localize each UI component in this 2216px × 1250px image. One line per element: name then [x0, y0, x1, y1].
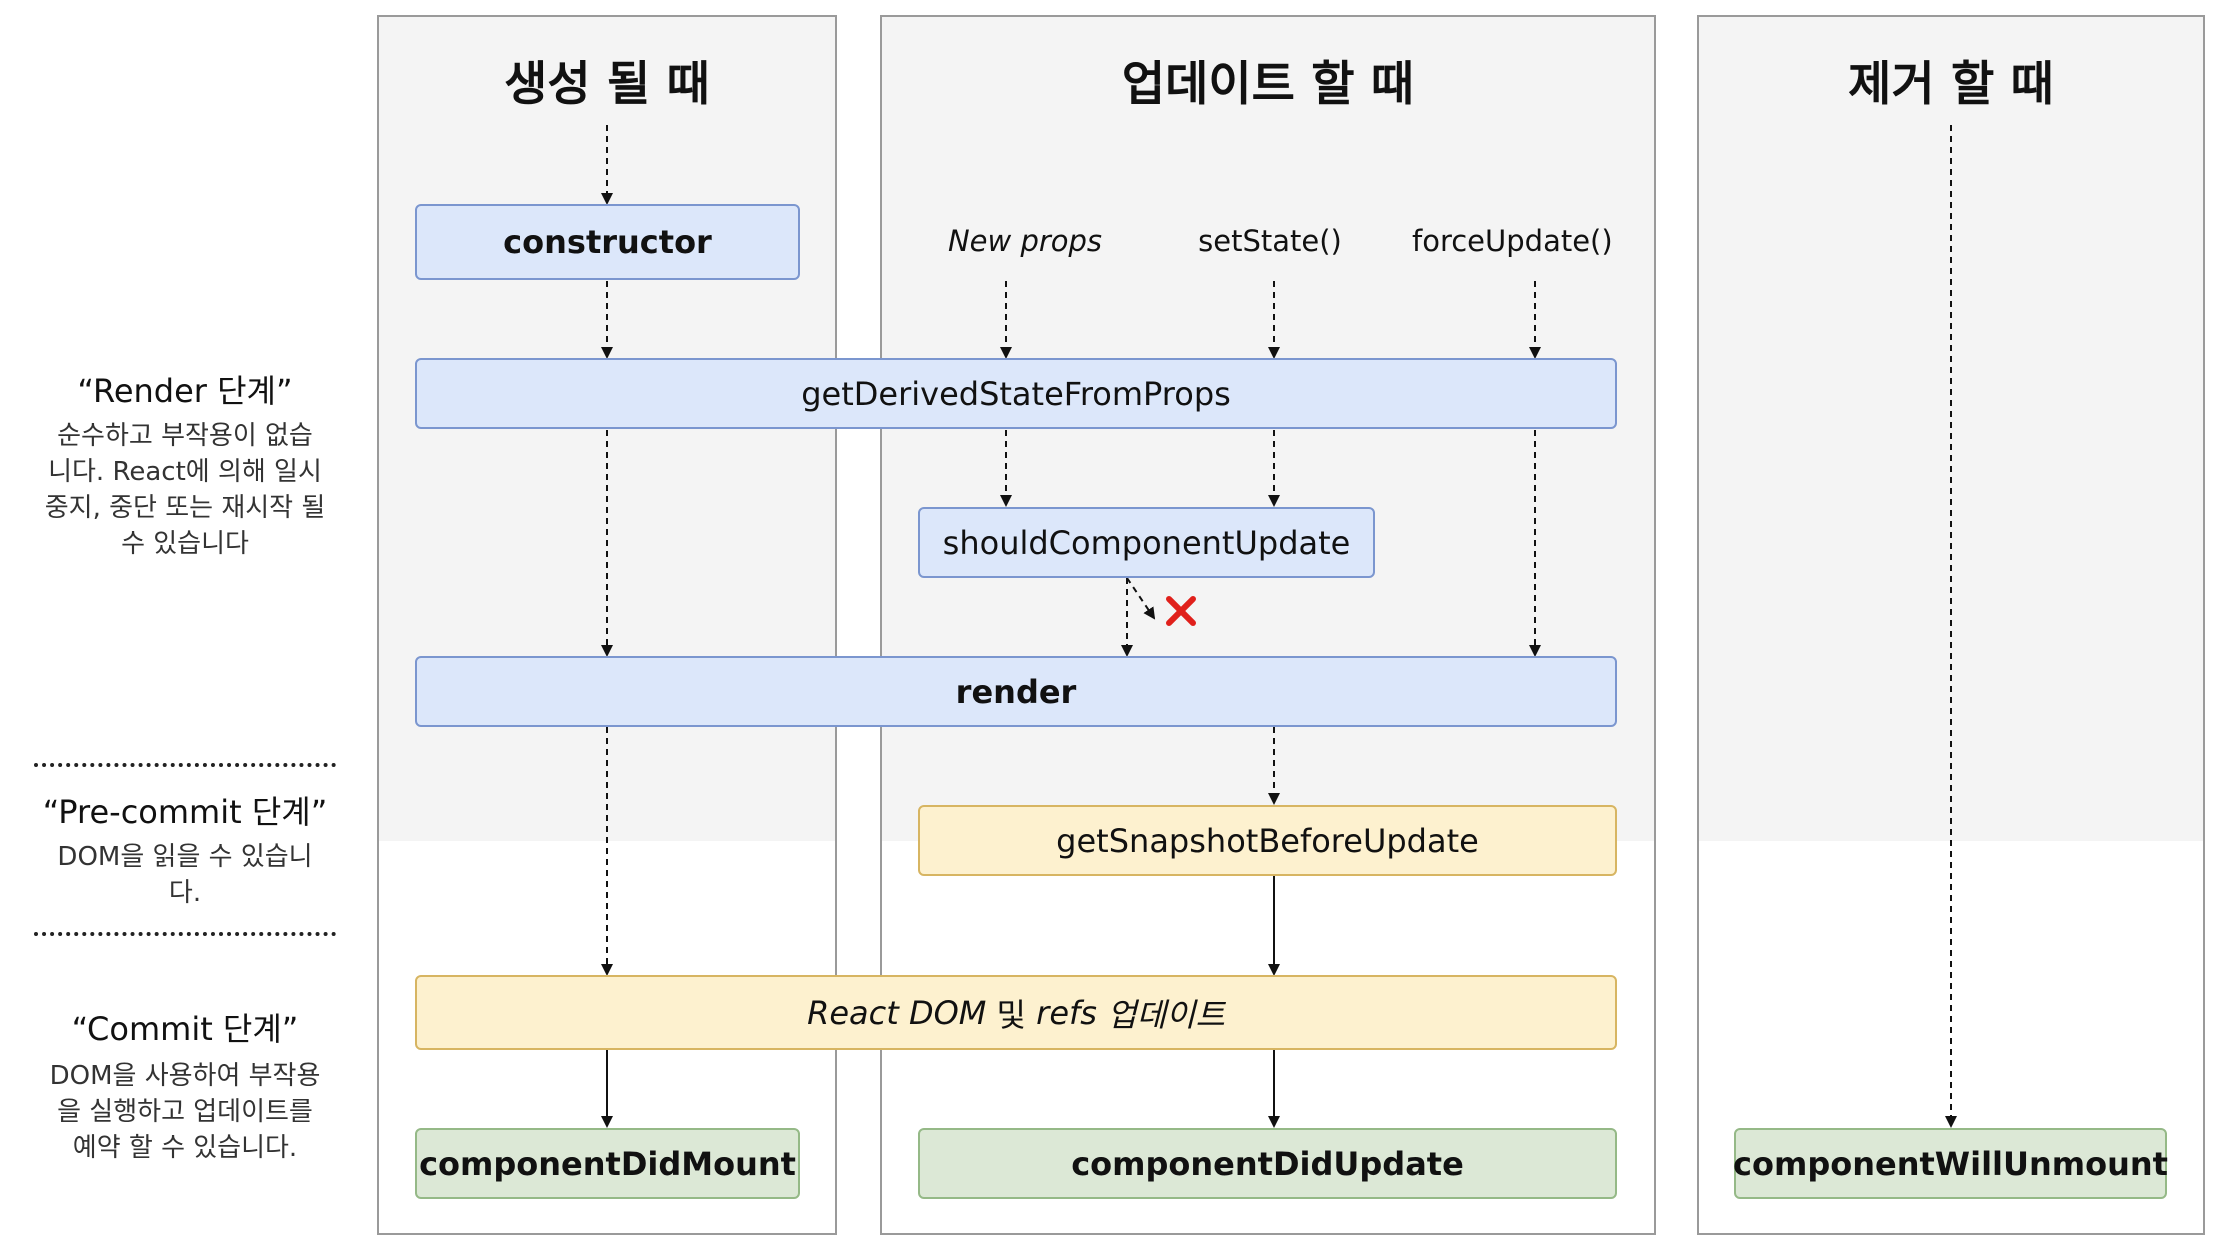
component-will-unmount-box: componentWillUnmount [1733, 1128, 2168, 1199]
phase-divider [34, 763, 336, 767]
arrow-scu-to-cancel [1126, 577, 1156, 620]
commit-phase-desc-line: 을 실행하고 업데이트를 [57, 1097, 313, 1127]
get-snapshot-before-update-box: getSnapshotBeforeUpdate [918, 805, 1617, 876]
trigger-set-state: setState() [1198, 224, 1342, 258]
should-component-update-box: shouldComponentUpdate [918, 507, 1375, 578]
precommit-phase-title: “Pre-commit 단계” [42, 793, 328, 831]
render-phase-desc-line: 니다. React에 의해 일시 [48, 457, 322, 487]
render-phase-description: 순수하고 부작용이 없습 니다. React에 의해 일시 중지, 중단 또는 … [30, 418, 340, 562]
precommit-phase-description: DOM을 읽을 수 있습니 다. [30, 839, 340, 911]
trigger-force-update: forceUpdate() [1412, 224, 1613, 258]
render-phase-title: “Render 단계” [77, 372, 293, 410]
column-title-mount: 생성 될 때 [504, 57, 710, 112]
react-dom-refs-update-box: React DOM 및 refs 업데이트 [415, 975, 1617, 1050]
commit-phase-title: “Commit 단계” [71, 1010, 299, 1048]
render-phase-desc-line: 순수하고 부작용이 없습 [57, 421, 313, 451]
phase-divider [34, 932, 336, 936]
component-did-mount-box: componentDidMount [415, 1128, 800, 1199]
commit-phase-desc-line: DOM을 사용하여 부작용 [49, 1061, 321, 1091]
cross-icon [1164, 594, 1198, 628]
render-phase-desc-line: 수 있습니다 [121, 529, 249, 559]
commit-phase-description: DOM을 사용하여 부작용 을 실행하고 업데이트를 예약 할 수 있습니다. [30, 1058, 340, 1166]
precommit-phase-desc-line: DOM을 읽을 수 있습니 [57, 842, 313, 872]
column-title-update: 업데이트 할 때 [1121, 57, 1415, 112]
refs-label: refs [1036, 993, 1097, 1032]
render-phase-desc-line: 중지, 중단 또는 재시작 될 [44, 493, 326, 523]
render-box: render [415, 656, 1617, 727]
constructor-box: constructor [415, 204, 800, 280]
column-title-unmount: 제거 할 때 [1848, 57, 2054, 112]
component-did-update-box: componentDidUpdate [918, 1128, 1617, 1199]
trigger-new-props: New props [947, 224, 1103, 258]
precommit-phase-desc-line: 다. [168, 878, 202, 908]
and-label: 및 [986, 995, 1037, 1034]
unmount-render-zone [1699, 17, 2203, 841]
update-label: 업데이트 [1096, 995, 1225, 1034]
get-derived-state-from-props-box: getDerivedStateFromProps [415, 358, 1617, 429]
column-unmount: 제거 할 때 [1697, 15, 2205, 1235]
commit-phase-desc-line: 예약 할 수 있습니다. [72, 1133, 298, 1163]
react-dom-label: React DOM [807, 993, 987, 1032]
